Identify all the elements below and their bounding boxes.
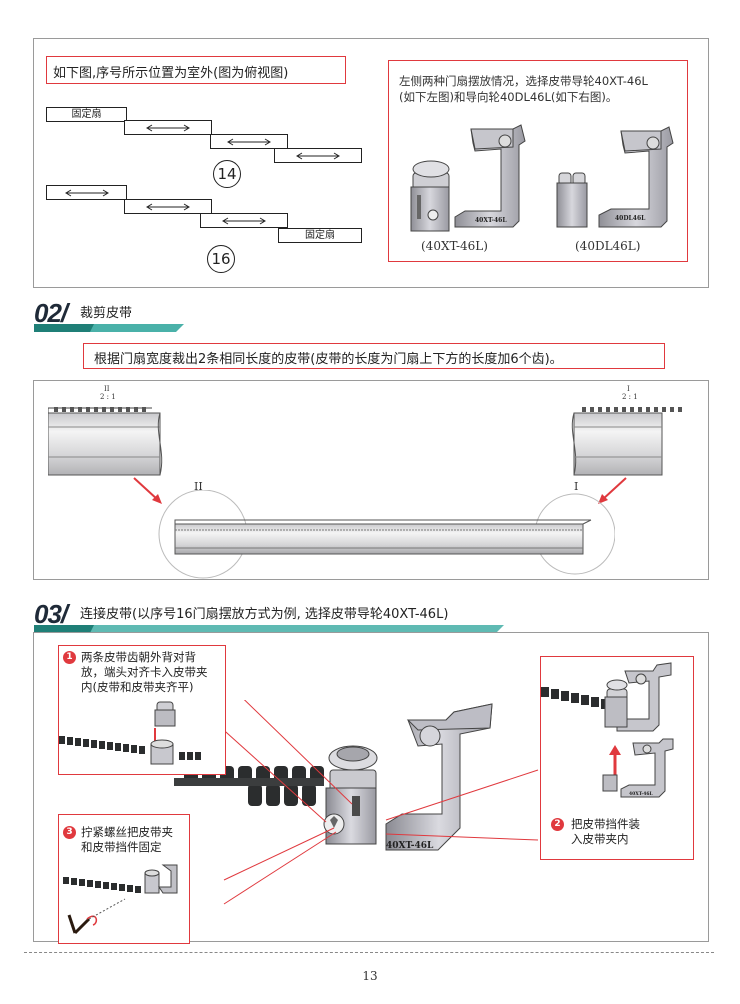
red-arrow-left bbox=[133, 477, 162, 504]
arrangement-number-16: 16 bbox=[207, 245, 235, 273]
segment-fixed-2: 固定扇 bbox=[278, 228, 362, 243]
belt-detail-right bbox=[571, 407, 682, 476]
top-caption: 如下图,序号所示位置为室外(图为俯视图) bbox=[53, 66, 289, 81]
fixed-label-1: 固定扇 bbox=[71, 109, 102, 120]
footer-divider bbox=[24, 952, 714, 953]
step-2-badge: 2 bbox=[551, 818, 564, 831]
top-caption-box: 如下图,序号所示位置为室外(图为俯视图) bbox=[46, 56, 346, 84]
step-1-line2: 放，端头对齐卡入皮带夹 bbox=[81, 665, 208, 679]
section-02-title: 裁剪皮带 bbox=[80, 306, 133, 321]
double-arrow-icon bbox=[146, 203, 190, 210]
section-03-title: 连接皮带(以序号16门扇摆放方式为例, 选择皮带导轮40XT-46L) bbox=[80, 607, 449, 622]
segment-slide-2b bbox=[124, 199, 212, 214]
belt-guide-40xt-drawing: 40XT-46L bbox=[410, 124, 526, 232]
detail-left-scale: 2 : 1 bbox=[100, 393, 116, 401]
step-3-badge: 3 bbox=[63, 826, 76, 839]
detail-left-top: II bbox=[104, 385, 110, 393]
double-arrow-icon bbox=[64, 189, 109, 196]
detail-right-scale: 2 : 1 bbox=[622, 393, 638, 401]
part-right-label: (40DL46L) bbox=[575, 239, 641, 253]
guide-wheel-40dl-drawing: 40DL46L bbox=[556, 126, 674, 228]
cut-instruction-box: 根据门扇宽度裁出2条相同长度的皮带(皮带的长度为门扇上下方的长度加6个齿)。 bbox=[83, 343, 665, 369]
step-1-line1: 两条皮带齿朝外背对背 bbox=[81, 650, 196, 664]
step-3-line1: 拧紧螺丝把皮带夹 bbox=[81, 825, 173, 839]
section-03-number: 03/ bbox=[34, 599, 68, 629]
step-2-line2: 入皮带夹内 bbox=[571, 832, 629, 846]
step-3-box: 3 拧紧螺丝把皮带夹 和皮带挡件固定 bbox=[58, 814, 190, 944]
step-2-stamp: 40XT-46L bbox=[629, 791, 653, 797]
step-2-box: 40XT-46L 2 把皮带挡件装 入皮带夹内 bbox=[540, 656, 694, 860]
fixed-label-2: 固定扇 bbox=[305, 230, 335, 241]
double-arrow-icon bbox=[146, 124, 190, 131]
step-3-line2: 和皮带挡件固定 bbox=[81, 840, 162, 854]
cut-instruction: 根据门扇宽度裁出2条相同长度的皮带(皮带的长度为门扇上下方的长度加6个齿)。 bbox=[94, 352, 563, 367]
detail-right-top: I bbox=[627, 385, 630, 393]
segment-slide-1a bbox=[124, 120, 212, 135]
main-stamp: 40XT-46L bbox=[386, 841, 434, 851]
segment-slide-1c bbox=[274, 148, 362, 163]
step-3-illustration bbox=[63, 864, 178, 935]
part-right-stamp: 40DL46L bbox=[615, 215, 646, 222]
section-underline bbox=[34, 625, 504, 633]
section-02-number: 02/ bbox=[34, 298, 68, 328]
step-2-illustration: 40XT-46L bbox=[541, 662, 674, 798]
belt-detail-left bbox=[48, 407, 163, 476]
part-left-stamp: 40XT-46L bbox=[475, 217, 507, 224]
section-02-header: 02/ 裁剪皮带 bbox=[34, 298, 184, 332]
double-arrow-icon bbox=[222, 217, 266, 224]
belt-full-length bbox=[158, 490, 615, 579]
double-arrow-icon bbox=[296, 152, 340, 159]
part-note-line1: 左侧两种门扇摆放情况，选择皮带导轮40XT-46L bbox=[399, 74, 648, 88]
section-03-header: 03/ 连接皮带(以序号16门扇摆放方式为例, 选择皮带导轮40XT-46L) bbox=[34, 599, 504, 633]
section-underline bbox=[34, 324, 184, 332]
part-selection-box: 左侧两种门扇摆放情况，选择皮带导轮40XT-46L (如下左图)和导向轮40DL… bbox=[388, 60, 688, 262]
segment-slide-2a bbox=[46, 185, 127, 200]
segment-slide-1b bbox=[210, 134, 288, 149]
step-1-badge: 1 bbox=[63, 651, 76, 664]
double-arrow-icon bbox=[227, 138, 271, 145]
circle-left-label: II bbox=[194, 480, 203, 493]
part-note-line2: (如下左图)和导向轮40DL46L(如下右图)。 bbox=[399, 90, 618, 104]
arrangement-number-14: 14 bbox=[213, 160, 241, 188]
step-2-line1: 把皮带挡件装 bbox=[571, 817, 640, 831]
page-number: 13 bbox=[362, 969, 378, 983]
segment-slide-2c bbox=[200, 213, 288, 228]
step-1-illustration bbox=[59, 701, 201, 765]
circle-right-label: I bbox=[574, 480, 579, 493]
part-left-label: (40XT-46L) bbox=[421, 239, 488, 253]
step-1-box: 1 两条皮带齿朝外背对背 放，端头对齐卡入皮带夹 内(皮带和皮带夹齐平) bbox=[58, 645, 226, 775]
red-arrow-right bbox=[598, 477, 627, 504]
step-1-line3: 内(皮带和皮带夹齐平) bbox=[81, 680, 194, 694]
segment-fixed-1: 固定扇 bbox=[46, 107, 127, 122]
